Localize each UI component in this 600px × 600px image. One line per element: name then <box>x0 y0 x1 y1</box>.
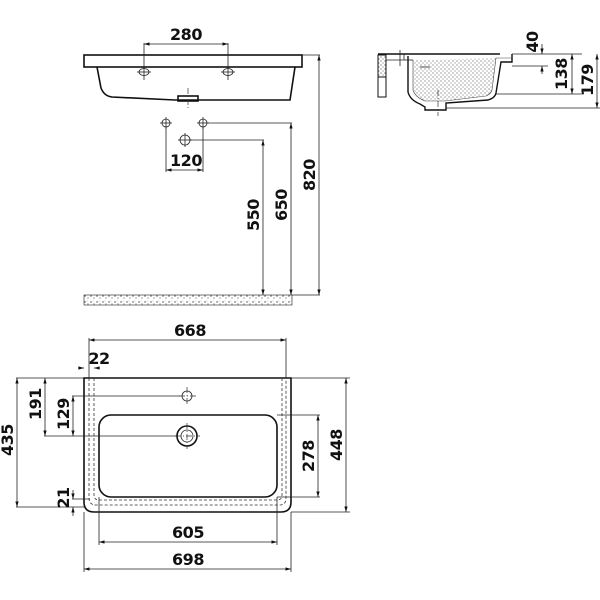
dim-edge-offset: 22 <box>88 349 109 368</box>
front-view: 280 120 550 650 <box>83 25 321 306</box>
top-view: 668 22 191 129 435 21 278 448 <box>0 321 350 572</box>
dim-rim-thickness: 40 <box>523 31 542 53</box>
dim-tap-spacing: 280 <box>170 25 202 44</box>
dim-bowl-depth-top: 278 <box>299 440 318 472</box>
dim-total-height: 179 <box>578 64 597 96</box>
basin-outline <box>83 377 292 513</box>
tap-hole-icon <box>179 387 196 405</box>
dim-rim-height: 820 <box>300 159 319 191</box>
bowl-outline <box>98 414 278 498</box>
tap-hole-left-icon <box>137 66 151 80</box>
floor-hatch <box>83 294 293 306</box>
dim-tap-from-back: 129 <box>54 398 73 430</box>
dim-bowl-depth: 138 <box>552 58 571 90</box>
dim-waste-spacing: 120 <box>170 151 202 170</box>
side-view: 40 138 179 <box>377 31 600 116</box>
dim-waste-height: 550 <box>244 199 263 231</box>
basin-bowl <box>96 66 296 101</box>
tap-hole-right-icon <box>221 66 235 80</box>
dim-tap-height: 650 <box>272 189 291 221</box>
dim-front-edge: 21 <box>54 487 73 509</box>
dim-total-depth: 448 <box>327 429 346 461</box>
dim-inner-width: 668 <box>174 321 206 340</box>
waste-hole-icon <box>178 133 192 147</box>
dim-bowl-width: 605 <box>172 523 204 542</box>
drain-icon <box>175 423 200 449</box>
dim-depth-left: 435 <box>0 424 17 456</box>
basin-rim <box>83 54 303 68</box>
dim-total-width: 698 <box>172 550 204 569</box>
dim-waste-from-back: 191 <box>26 388 45 420</box>
